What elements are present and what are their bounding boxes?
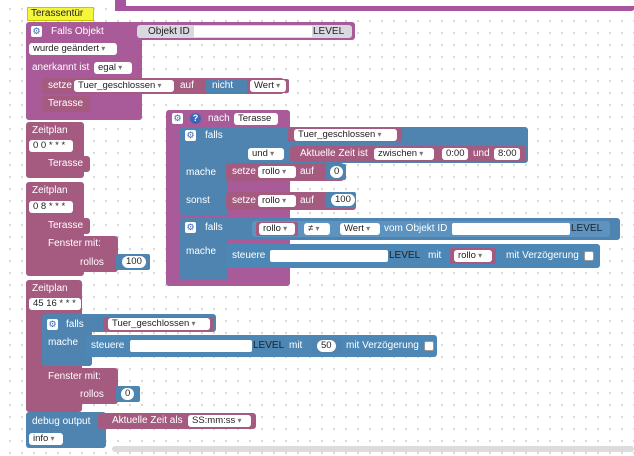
else-label: sonst [186, 195, 210, 206]
not-label: nicht [212, 80, 234, 91]
and-dropdown[interactable]: und [248, 148, 284, 160]
set-else-to: auf [300, 195, 314, 206]
if-block-3-footer [42, 358, 92, 366]
gear-icon[interactable]: ⚙ [31, 26, 42, 37]
time-from[interactable]: 0:00 [442, 148, 468, 160]
fenster-3-value[interactable]: 0 [121, 388, 135, 400]
if-2-footer [180, 274, 228, 280]
delay-3-label: mit Verzögerung [346, 340, 419, 351]
object-id-input[interactable] [194, 26, 312, 37]
change-dropdown[interactable]: wurde geändert [29, 43, 117, 55]
set-else-value[interactable]: 100 [331, 194, 355, 206]
control-label: steuere [232, 250, 266, 261]
control-3-label: steuere [91, 340, 125, 351]
schedule-2-label: Zeitplan [32, 185, 68, 196]
call-terasse[interactable] [42, 96, 90, 112]
time-format-dropdown[interactable]: SS:mm:ss [188, 415, 251, 427]
fenster-block-3[interactable] [42, 368, 118, 404]
schedule-2-cron[interactable]: 0 8 * * * [29, 201, 73, 213]
schedule-2-call-label: Terasse [48, 220, 84, 231]
set-label: setze [48, 80, 72, 91]
if-else-block[interactable] [180, 127, 228, 215]
fenster-2-label: Fenster mit: [48, 238, 101, 249]
function-title: nach [208, 113, 230, 124]
delay-label: mit Verzögerung [506, 250, 579, 261]
if-3-cond-var[interactable]: Tuer_geschlossen [108, 318, 210, 330]
if-label: falls [205, 130, 223, 141]
object-id-suffix: LEVEL [313, 26, 345, 37]
set-var-dropdown[interactable]: Tuer_geschlossen [74, 80, 174, 92]
do-label: mache [186, 167, 217, 178]
time-and-label: und [473, 148, 490, 159]
set-else-label: setze [232, 195, 256, 206]
schedule-3-label: Zeitplan [32, 283, 68, 294]
top-partial-block-inner [126, 0, 634, 6]
fenster-block-2[interactable] [42, 236, 118, 272]
with-3-value[interactable]: 50 [317, 340, 336, 352]
do-2-label: mache [186, 246, 217, 257]
schedule-1-label: Zeitplan [32, 125, 68, 136]
debug-level-dropdown[interactable]: info [29, 433, 63, 445]
delay-3-checkbox[interactable] [424, 341, 434, 351]
delay-checkbox[interactable] [584, 251, 594, 261]
fenster-2-param: rollos [80, 257, 104, 268]
if-cond-var[interactable]: Tuer_geschlossen [294, 129, 397, 141]
fenster-2-value[interactable]: 100 [122, 256, 146, 268]
between-dropdown[interactable]: zwischen [374, 148, 434, 160]
control-input[interactable] [270, 250, 388, 262]
wert-dropdown[interactable]: Wert [340, 223, 380, 235]
call-terasse-label: Terasse [48, 98, 84, 109]
compare-object-suffix: LEVEL [571, 223, 603, 234]
set-else-var[interactable]: rollo [258, 195, 296, 207]
object-id-label: Objekt ID [148, 26, 190, 37]
time-to[interactable]: 8:00 [494, 148, 520, 160]
compare-left-var[interactable]: rollo [259, 223, 295, 235]
value-dropdown[interactable]: Wert [250, 80, 286, 92]
if-2-label: falls [205, 222, 223, 233]
if-3-label: falls [66, 319, 84, 330]
ack-dropdown[interactable]: egal [94, 62, 132, 74]
to-label: auf [180, 80, 194, 91]
debug-label: debug output [32, 416, 91, 427]
compare-operator[interactable]: ≠ [304, 223, 330, 235]
help-icon[interactable]: ? [190, 113, 201, 124]
function-name[interactable]: Terasse [234, 113, 278, 125]
trigger-title: Falls Objekt [51, 26, 104, 37]
schedule-2-call[interactable] [42, 218, 90, 234]
compare-object-input[interactable] [452, 223, 570, 235]
set-then-to: auf [300, 166, 314, 177]
control-3-suffix: LEVEL [253, 340, 285, 351]
gear-icon[interactable]: ⚙ [172, 113, 183, 124]
trigger-footer [26, 113, 142, 120]
fenster-3-param: rollos [80, 389, 104, 400]
ack-label: anerkannt ist [32, 62, 90, 73]
gear-icon[interactable]: ⚙ [185, 222, 196, 233]
set-then-var[interactable]: rollo [258, 166, 296, 178]
control-3-input[interactable] [130, 340, 252, 352]
set-then-value[interactable]: 0 [330, 166, 344, 178]
control-suffix: LEVEL [389, 250, 421, 261]
with-var[interactable]: rollo [454, 250, 492, 262]
horizontal-scrollbar[interactable] [112, 446, 634, 452]
gear-icon[interactable]: ⚙ [47, 319, 58, 330]
vom-objekt-label: vom Objekt ID [384, 223, 448, 234]
script-tab[interactable]: Terassentür [27, 7, 94, 21]
do-3-label: mache [48, 337, 79, 348]
if-else-footer [180, 210, 228, 216]
with-3-label: mit [289, 340, 303, 351]
gear-icon[interactable]: ⚙ [185, 130, 196, 141]
schedule-1-cron[interactable]: 0 0 * * * [29, 140, 73, 152]
with-label: mit [428, 250, 442, 261]
set-then-label: setze [232, 166, 256, 177]
time-range-label: Aktuelle Zeit ist [300, 148, 368, 159]
fenster-3-label: Fenster mit: [48, 371, 101, 382]
schedule-3-cron[interactable]: 45 16 * * * [29, 298, 81, 310]
schedule-1-call[interactable] [42, 156, 90, 172]
time-label: Aktuelle Zeit als [112, 415, 183, 426]
script-tab-label: Terassentür [31, 8, 84, 19]
schedule-1-call-label: Terasse [48, 158, 84, 169]
